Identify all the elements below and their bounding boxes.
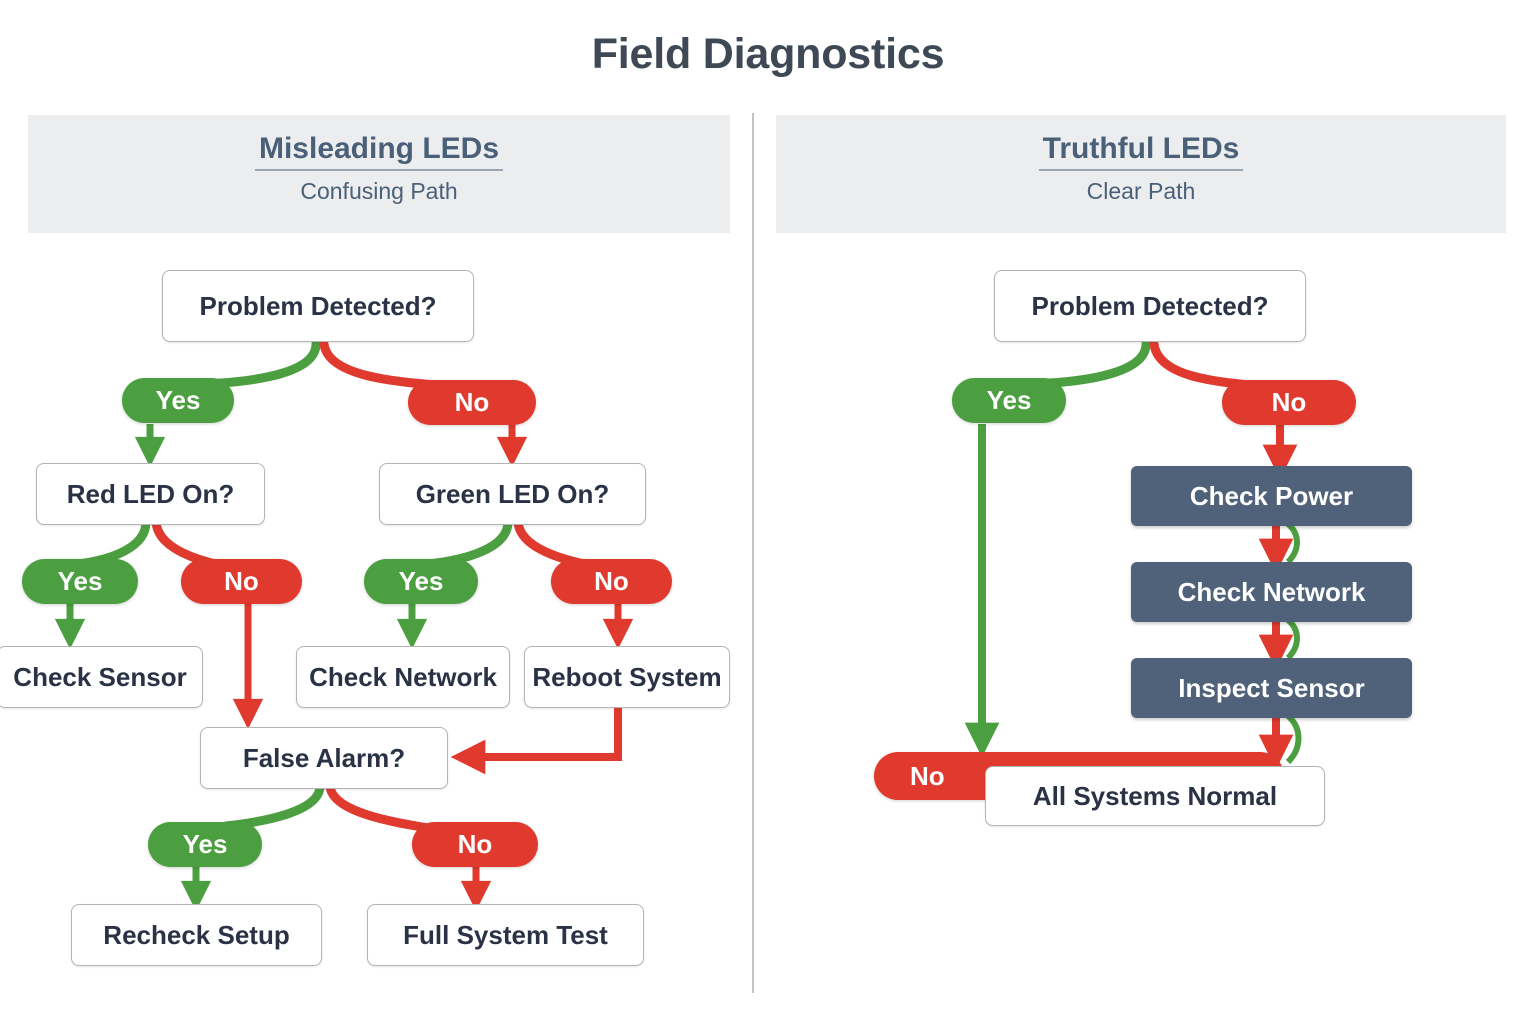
edge-label-yes-problem-left[interactable]: Yes bbox=[122, 378, 234, 423]
node-red-led-on[interactable]: Red LED On? bbox=[36, 463, 265, 525]
edge-label-no-red-led[interactable]: No bbox=[181, 559, 302, 604]
edge-r-loop-network bbox=[1285, 617, 1300, 661]
node-check-power[interactable]: Check Power bbox=[1131, 466, 1412, 526]
edge-label-yes-green-led[interactable]: Yes bbox=[364, 559, 478, 604]
edge-l-redled-yes bbox=[73, 517, 151, 569]
node-reboot-system[interactable]: Reboot System bbox=[524, 646, 730, 708]
panel-title-left-text: Misleading LEDs bbox=[254, 132, 504, 171]
panel-subtitle-right: Clear Path bbox=[1086, 178, 1196, 205]
node-full-system-test[interactable]: Full System Test bbox=[367, 904, 644, 966]
edge-label-no-false-alarm[interactable]: No bbox=[412, 822, 538, 867]
edge-l-greenled-yes bbox=[423, 517, 513, 569]
panel-title-right: Truthful LEDs bbox=[776, 131, 1506, 171]
edge-label-no-green-led[interactable]: No bbox=[551, 559, 672, 604]
node-problem-detected-left[interactable]: Problem Detected? bbox=[162, 270, 474, 342]
panel-divider bbox=[752, 113, 754, 993]
edge-l-reboot-falsealarm bbox=[450, 706, 622, 775]
node-check-network-right[interactable]: Check Network bbox=[1131, 562, 1412, 622]
page-title: Field Diagnostics bbox=[591, 30, 945, 78]
edge-r-loop-power bbox=[1285, 521, 1300, 565]
node-false-alarm[interactable]: False Alarm? bbox=[200, 727, 448, 789]
panel-title-right-text: Truthful LEDs bbox=[1038, 132, 1244, 171]
node-all-systems-normal[interactable]: All Systems Normal bbox=[985, 766, 1325, 826]
edge-label-no-problem-left[interactable]: No bbox=[408, 380, 536, 425]
panel-subtitle-left: Confusing Path bbox=[300, 178, 458, 205]
edge-label-yes-problem-right[interactable]: Yes bbox=[952, 378, 1066, 423]
node-problem-detected-right[interactable]: Problem Detected? bbox=[994, 270, 1306, 342]
edge-label-no-problem-right[interactable]: No bbox=[1222, 380, 1356, 425]
edge-label-yes-false-alarm[interactable]: Yes bbox=[148, 822, 262, 867]
panel-header-right: Truthful LEDs Clear Path bbox=[776, 115, 1506, 233]
node-recheck-setup[interactable]: Recheck Setup bbox=[71, 904, 322, 966]
node-check-network-left[interactable]: Check Network bbox=[296, 646, 510, 708]
edge-label-yes-red-led[interactable]: Yes bbox=[22, 559, 138, 604]
node-green-led-on[interactable]: Green LED On? bbox=[379, 463, 646, 525]
node-check-sensor[interactable]: Check Sensor bbox=[0, 646, 203, 708]
panel-header-left: Misleading LEDs Confusing Path bbox=[28, 115, 730, 233]
edge-l-falsealarm-yes bbox=[221, 781, 325, 831]
edge-r-loop-sensor bbox=[1285, 713, 1302, 765]
node-inspect-sensor[interactable]: Inspect Sensor bbox=[1131, 658, 1412, 718]
panel-title-left: Misleading LEDs bbox=[28, 131, 730, 171]
edge-l-falsealarm-no bbox=[325, 781, 433, 833]
